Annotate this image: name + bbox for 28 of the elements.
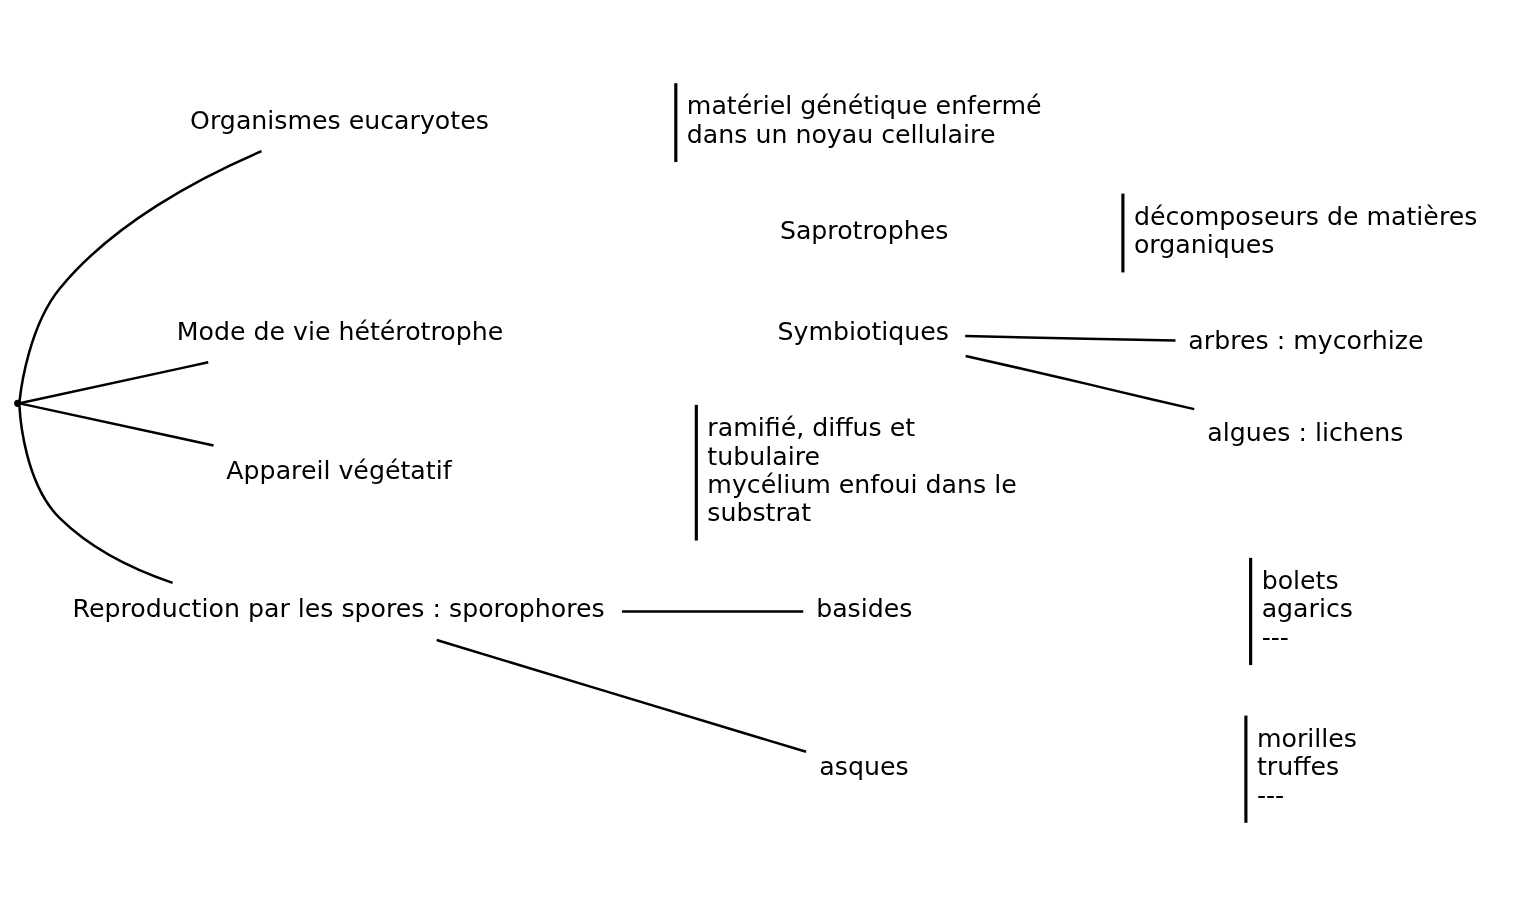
node-text: Organismes eucaryotes <box>190 105 489 135</box>
node-label: agarics <box>1261 593 1353 623</box>
connector <box>965 354 1195 410</box>
label: décomposeurs de matières organiques <box>1133 201 1478 259</box>
node-text: Saprotrophes <box>779 215 949 245</box>
node-text: algues : lichens <box>1207 417 1404 447</box>
node-text: arbres : mycorhize <box>1188 325 1424 355</box>
node-label: --- <box>1261 622 1289 652</box>
connector <box>621 609 804 613</box>
node-text: Symbiotiques <box>777 316 950 346</box>
connector <box>436 638 807 753</box>
node-text: asques <box>819 751 909 781</box>
node-label: --- <box>1256 780 1285 810</box>
connector <box>20 360 209 404</box>
node-point <box>14 399 22 407</box>
node-label: mycélium enfoui dans le substrat <box>707 469 1017 527</box>
node-text: Appareil végétatif <box>226 455 452 485</box>
connector <box>20 401 214 447</box>
node-label: bolets <box>1261 565 1339 595</box>
connector <box>965 334 1176 342</box>
label: matériel génétique enfermé dans un noyau cellulaire <box>686 90 1042 149</box>
node-label: truffes <box>1256 751 1340 781</box>
node-text: Mode de vie hétérotrophe <box>176 316 504 346</box>
node-text: Reproduction par les spores : sporophores <box>72 593 605 623</box>
node-text: basides <box>816 593 913 623</box>
connector <box>18 405 174 584</box>
node-label: morilles <box>1256 723 1357 753</box>
connector <box>18 149 263 401</box>
